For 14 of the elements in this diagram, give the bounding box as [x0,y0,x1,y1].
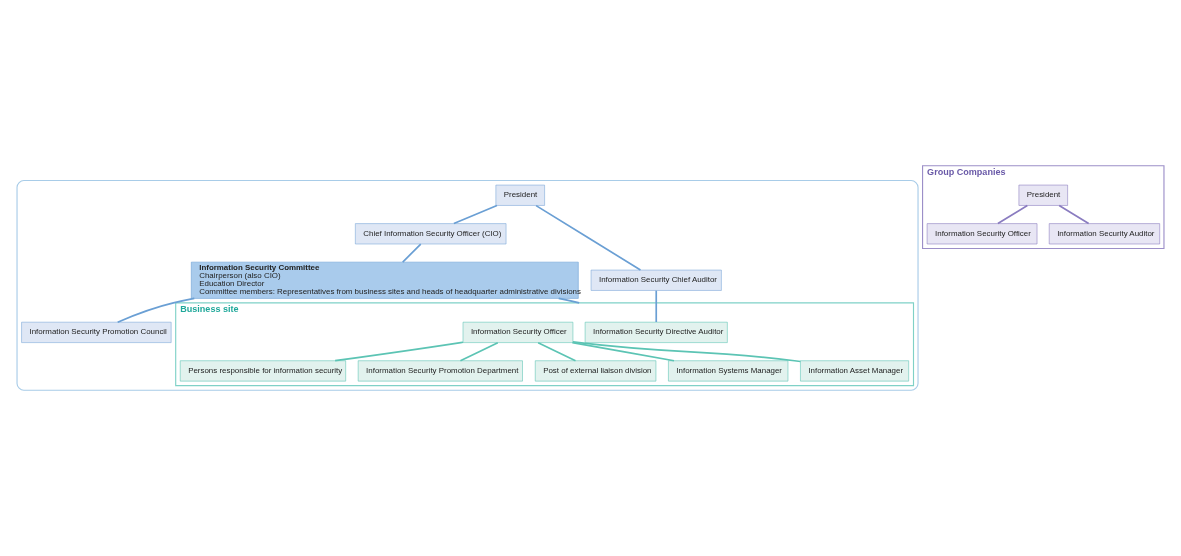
connector [401,243,422,263]
connector [459,341,499,362]
connector [997,204,1029,225]
connector [453,204,498,225]
connector [557,297,580,304]
connector [116,297,196,324]
connector [571,341,675,362]
connector [572,340,802,363]
connector [535,204,642,271]
connector [1058,204,1090,225]
connector [334,341,464,362]
connector [655,289,658,323]
connector [537,341,577,362]
cluster [16,179,919,391]
